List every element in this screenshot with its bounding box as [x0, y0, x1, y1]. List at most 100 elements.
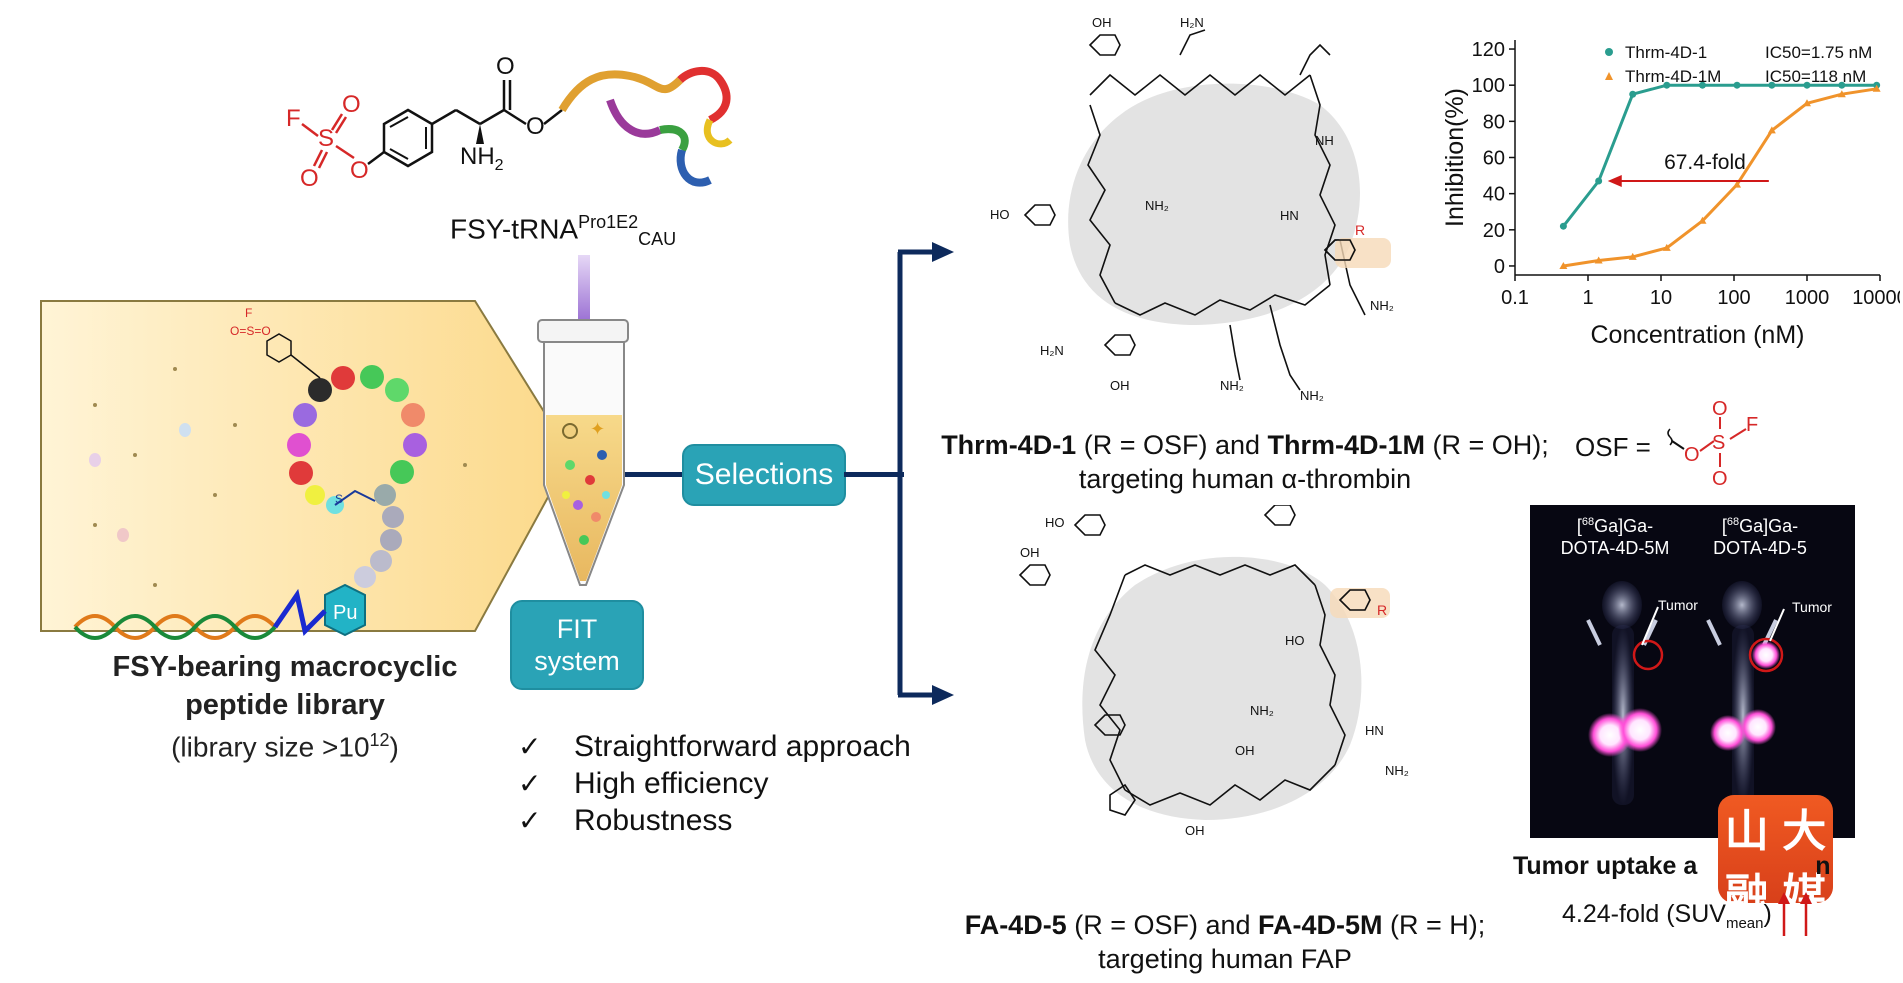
svg-text:NH₂: NH₂ [1300, 388, 1324, 403]
osf-label: OSF = [1575, 432, 1651, 462]
feature-list: ✓Straightforward approach ✓High efficien… [518, 728, 911, 839]
data-point [1595, 177, 1603, 185]
svg-text:NH: NH [1315, 133, 1334, 148]
thrombin-macrocycle: R OH H₂N HO H₂N OH NH₂ NH₂ NH₂ NH₂ HN NH [990, 15, 1394, 403]
feature-item: ✓High efficiency [518, 766, 769, 800]
fit-tube: ✦ [537, 255, 629, 586]
svg-text:F: F [286, 105, 301, 132]
svg-text:S: S [1712, 432, 1725, 454]
svg-text:O: O [496, 53, 515, 80]
data-point [1803, 99, 1811, 107]
data-point [1662, 243, 1671, 251]
svg-text:OH: OH [1092, 15, 1112, 30]
svg-text:R: R [1355, 222, 1365, 238]
svg-text:HO: HO [1045, 515, 1065, 530]
y-tick-label: 0 [1494, 256, 1505, 278]
selections-box: Selections [682, 444, 846, 506]
y-tick-label: 40 [1483, 184, 1505, 206]
x-tick-label: 10 [1650, 287, 1672, 309]
mouse-left [1586, 581, 1664, 805]
pet-fold: 4.24-fold (SUVmean) [1562, 900, 1772, 932]
data-point [1733, 180, 1742, 188]
svg-text:NH₂: NH₂ [1370, 298, 1394, 313]
svg-text:NH₂: NH₂ [1250, 703, 1274, 718]
check-icon: ✓ [518, 731, 542, 762]
svg-text:F: F [245, 306, 252, 320]
data-point [1559, 261, 1568, 269]
connector-line [625, 472, 685, 477]
legend-ic50: IC50=1.75 nM [1765, 43, 1872, 62]
pet-image-panel: [68Ga]Ga- DOTA-4D-5M [68Ga]Ga- DOTA-4D-5… [1530, 505, 1855, 838]
data-point [1628, 252, 1637, 260]
series-line-1 [1563, 87, 1877, 268]
svg-text:O: O [526, 113, 545, 140]
svg-text:O: O [1684, 444, 1700, 466]
check-icon: ✓ [518, 805, 542, 836]
library-title: FSY-bearing macrocyclic peptide library [112, 651, 458, 721]
svg-text:NH₂: NH₂ [1220, 378, 1244, 393]
svg-text:NH₂: NH₂ [1385, 763, 1409, 778]
check-icon: ✓ [518, 768, 542, 799]
x-tick-label: 0.1 [1501, 287, 1529, 309]
fold-label: 67.4-fold [1664, 151, 1746, 174]
svg-text:H₂N: H₂N [1180, 15, 1204, 30]
svg-text:O=S=O: O=S=O [230, 324, 271, 338]
svg-text:OH: OH [1235, 743, 1255, 758]
x-axis-title: Concentration (nM) [1591, 321, 1805, 349]
x-tick-label: 1 [1582, 287, 1593, 309]
fold-arrow-head [1607, 175, 1622, 187]
svg-text:OH: OH [1020, 545, 1040, 560]
connector-line-2 [844, 472, 904, 477]
svg-text:HO: HO [1285, 633, 1305, 648]
legend-label: Thrm-4D-1M [1625, 67, 1721, 86]
svg-text:H₂N: H₂N [1040, 343, 1064, 358]
x-tick-label: 100 [1717, 287, 1750, 309]
nh2-label: NH2 [460, 143, 504, 174]
legend-ic50: IC50=118 nM [1765, 67, 1866, 86]
data-point [1698, 216, 1707, 224]
library-size: (library size >1012) [171, 730, 399, 763]
series-line-0 [1562, 83, 1877, 228]
data-point [1803, 81, 1811, 89]
data-point [1837, 90, 1846, 98]
fap-macrocycle: R HO OH HO NH₂ NH₂ HN OH OH [1018, 505, 1409, 838]
feature-item: ✓Straightforward approach [518, 729, 911, 763]
svg-text:S: S [318, 125, 334, 152]
svg-text:NH₂: NH₂ [1145, 198, 1169, 213]
svg-text:HN: HN [1280, 208, 1299, 223]
data-point [1698, 81, 1706, 89]
y-tick-label: 120 [1472, 39, 1505, 61]
svg-text:OH: OH [1110, 378, 1130, 393]
data-point [1838, 81, 1846, 89]
data-point [1594, 256, 1603, 264]
svg-text:S: S [335, 492, 343, 506]
peptide-beads [287, 365, 427, 588]
svg-text:R: R [1377, 602, 1387, 618]
data-point [1663, 81, 1671, 89]
y-axis-title: Inhibition(%) [1441, 88, 1469, 227]
y-tick-label: 20 [1483, 220, 1505, 242]
data-point [1767, 126, 1776, 134]
up-arrows [1778, 892, 1812, 936]
legend-label: Thrm-4D-1 [1625, 43, 1707, 62]
trna-label: FSY-tRNAPro1E2CAU [450, 212, 677, 249]
y-tick-label: 60 [1483, 148, 1505, 170]
svg-text:O: O [342, 91, 361, 118]
legend-marker [1605, 48, 1613, 56]
mouse-right [1706, 581, 1785, 805]
fit-system-box: FIT system [510, 600, 644, 690]
svg-text:HO: HO [990, 207, 1010, 222]
x-tick-label: 10000 [1852, 287, 1900, 309]
data-point [1768, 81, 1776, 89]
pet-label-left: [68Ga]Ga- DOTA-4D-5M [1560, 516, 1670, 558]
y-tick-label: 80 [1483, 111, 1505, 133]
osf-structure: O S O O F [1667, 398, 1758, 490]
inhibition-chart: 0204060801001200.1110100100010000Concent… [1441, 39, 1900, 349]
tumor-label-right: Tumor [1792, 599, 1832, 615]
x-tick-label: 1000 [1785, 287, 1830, 309]
pu-label: Pu [333, 602, 357, 624]
fsy-trna-structure: F S O O O NH2 O O [286, 53, 733, 192]
data-point [1872, 84, 1881, 92]
thrombin-caption: Thrm-4D-1 (R = OSF) and Thrm-4D-1M (R = … [941, 430, 1549, 494]
